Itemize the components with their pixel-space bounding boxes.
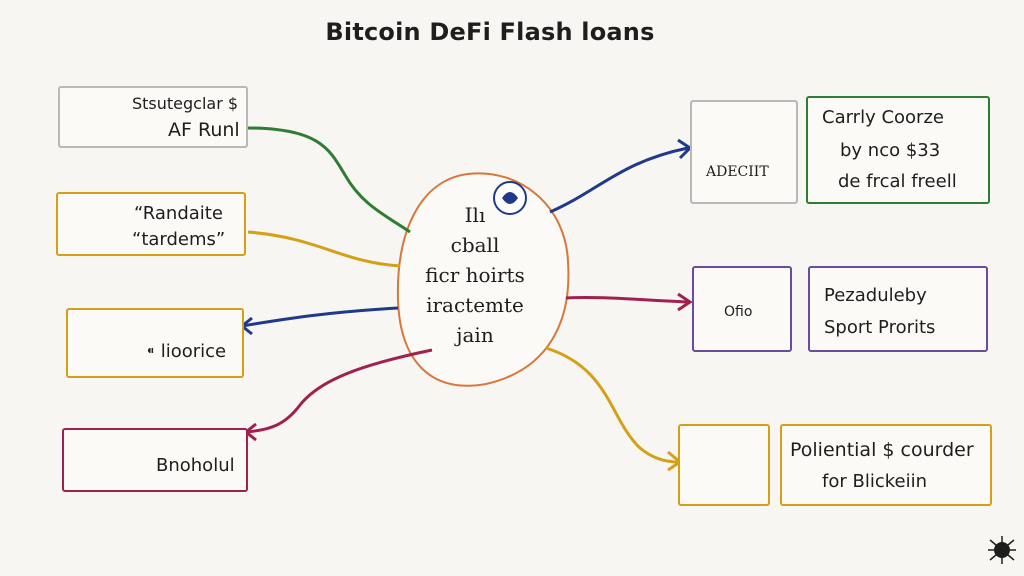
center-line-3: ficr hoirts — [425, 263, 525, 287]
right-node-1 — [806, 96, 990, 204]
center-node-text: Ilı cball ficr hoirts iractemte jain — [400, 200, 550, 350]
corner-logo-icon — [988, 536, 1016, 564]
diagram-title: Bitcoin DeFi Flash loans — [325, 18, 655, 46]
right-node-2-icon-caption: Ofio — [724, 304, 753, 320]
connector-right-1 — [549, 146, 689, 214]
right-node-1-icon-box — [690, 100, 798, 204]
right-node-1-line1: Carrly Coorze — [822, 107, 944, 128]
left-node-1-line1: Stsutegclar $ — [132, 94, 239, 113]
connector-left-3 — [241, 306, 399, 328]
center-line-4: iractemte — [426, 293, 524, 317]
right-node-1-icon-caption: ADECIIT — [706, 164, 769, 180]
left-node-1-line2: AF Runl — [168, 119, 240, 141]
right-node-3 — [780, 424, 992, 506]
center-node-outline — [396, 172, 570, 387]
right-node-2-line2: Sport Prorits — [824, 317, 936, 338]
arrowhead-right-2 — [677, 292, 693, 312]
connector-right-2 — [565, 295, 689, 304]
connector-left-4 — [245, 348, 433, 434]
center-line-2: cball — [450, 233, 500, 257]
connector-left-1 — [247, 126, 411, 234]
left-node-2-line2: “tardems” — [132, 229, 226, 250]
connector-right-3 — [545, 346, 679, 464]
left-node-2-line1: “Randaite — [134, 203, 223, 224]
right-node-2-line1: Pezaduleby — [824, 285, 927, 306]
right-node-1-line3: de frcal freell — [838, 171, 957, 192]
coin-glyph — [502, 192, 518, 204]
left-node-4 — [62, 428, 248, 492]
left-node-2 — [56, 192, 246, 256]
right-node-3-icon-box — [678, 424, 770, 506]
right-node-2-icon-box — [692, 266, 792, 352]
left-node-3 — [66, 308, 244, 378]
left-node-1 — [58, 86, 248, 148]
center-line-5: jain — [456, 323, 494, 347]
right-node-3-line2: for Blickeiin — [822, 471, 927, 492]
right-node-3-line1: Poliential $ courder — [790, 439, 974, 461]
right-node-2 — [808, 266, 988, 352]
left-node-3-line1: ⁌ lioorice — [146, 341, 227, 362]
left-node-4-line1: Bnoholul — [156, 455, 235, 476]
connector-left-2 — [247, 230, 401, 268]
center-line-1: Ilı — [464, 203, 486, 227]
right-node-1-line2: by nco $33 — [840, 140, 941, 161]
